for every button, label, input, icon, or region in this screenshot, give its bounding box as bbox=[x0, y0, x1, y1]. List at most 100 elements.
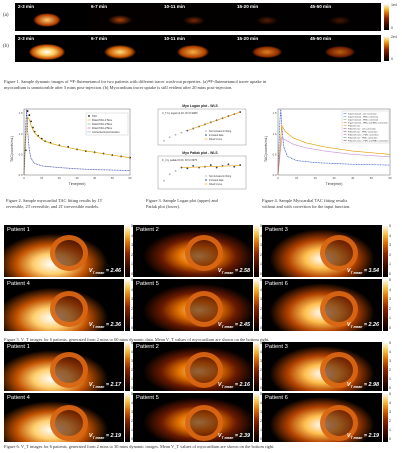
vt-symbol: V bbox=[217, 432, 222, 439]
fig5-vt-mean-2: VT mean = 2.58 bbox=[217, 267, 250, 275]
fig5-colorbar-tick: 2 bbox=[389, 252, 391, 257]
fig6-colorbar-tick: 4 bbox=[389, 401, 391, 405]
fig4-legend-1: Input function - w/o correction bbox=[348, 112, 377, 115]
fig5-colorbar-1 bbox=[125, 225, 130, 277]
x-tick-label-3: 30 bbox=[332, 176, 336, 180]
fig6-colorbar-tick: 3 bbox=[260, 359, 262, 363]
fig5-patient-label-1: Patient 1 bbox=[7, 227, 30, 233]
vt-value: 2.17 bbox=[110, 381, 122, 388]
vt-value: 2.36 bbox=[110, 321, 122, 328]
fig5-colorbar-tick: 3 bbox=[389, 243, 391, 248]
fig5-colorbar-tick: 3 bbox=[131, 243, 133, 248]
fig5-patient-label-4: Patient 4 bbox=[7, 281, 30, 287]
scatter-point bbox=[180, 131, 183, 134]
fig6-vt-mean-2: VT mean = 2.16 bbox=[217, 381, 251, 389]
y-tick-label-3: 1.5 bbox=[273, 111, 277, 115]
x-tick-label-0: 0 bbox=[23, 176, 25, 180]
fig6-colorbar-tick: 3 bbox=[131, 359, 133, 363]
fig3-patlak-title: Myo Patlak plot - WLS bbox=[182, 151, 218, 155]
fig6-patient-label-4: Patient 4 bbox=[7, 395, 30, 401]
fig5-colorbar-6 bbox=[383, 279, 388, 331]
fitted-line bbox=[181, 165, 241, 168]
fig6-colorbar-tick: 2 bbox=[389, 419, 391, 423]
fig5-colorbar-tick: 4 bbox=[260, 233, 262, 238]
vt-symbol: V bbox=[217, 381, 222, 388]
fig1a-time-label-4: 15-20 min bbox=[237, 4, 259, 9]
fig6-patient-label-1: Patient 1 bbox=[7, 344, 30, 350]
vt-subscript: T mean bbox=[350, 271, 363, 275]
fig6-colorbar-tick: 5 bbox=[260, 392, 262, 396]
fig6-patient-label-2: Patient 2 bbox=[136, 344, 159, 350]
scatter-point bbox=[227, 163, 230, 166]
fig4-legend-4: Input function - PMC and RBC correction bbox=[348, 121, 388, 124]
fig6-colorbar-tick: 5 bbox=[260, 341, 262, 345]
y-tick-label-0: 0.0 bbox=[19, 173, 23, 177]
fig4-legend-8: Fitted 2T-irrev - PMC correction bbox=[348, 133, 379, 136]
series-line-0 bbox=[277, 108, 391, 176]
fig3-logan-chart: Myo Logan plot - WLS V_T by logan=2.26, … bbox=[157, 104, 247, 146]
fig5-colorbar-tick: 4 bbox=[389, 233, 391, 238]
vt-subscript: T mean bbox=[221, 436, 234, 440]
x-tick-label-4: 40 bbox=[93, 176, 97, 180]
y-tick-label-1: 0.5 bbox=[19, 152, 23, 156]
fig4-legend-2: Input function - PMC correction bbox=[348, 115, 379, 118]
fig1-row-a-strip: 2-3 min 6-7 min 10-11 min 15-20 min 45-5… bbox=[15, 3, 381, 31]
fig4-caption-line1: Figure 4. Sample Myocardial TAC fitting … bbox=[262, 198, 348, 203]
fig6-colorbar-tick: 3 bbox=[389, 359, 391, 363]
scatter-point bbox=[186, 167, 189, 170]
fig6-colorbar-tick: 4 bbox=[131, 401, 133, 405]
fig6-colorbar-tick: 4 bbox=[260, 401, 262, 405]
fig2-legend-4: Fitted TAC-2Tirev bbox=[92, 126, 113, 130]
vt-value: 2.98 bbox=[368, 381, 380, 388]
x-tick-label-5: 50 bbox=[370, 176, 374, 180]
fig6-patient-label-5: Patient 5 bbox=[136, 395, 159, 401]
fig5-colorbar-tick: 2 bbox=[131, 306, 133, 311]
fig5-colorbar-2 bbox=[254, 225, 259, 277]
fig5-colorbar-tick: 3 bbox=[389, 297, 391, 302]
fig3-logan-eq: V_T by logan=2.26, R²=0.9989 bbox=[162, 111, 198, 115]
fig6-colorbar-tick: 1 bbox=[131, 428, 133, 432]
fig1b-time-label-3: 10-11 min bbox=[164, 36, 185, 41]
fig5-colorbar-tick: 0 bbox=[260, 272, 262, 276]
vt-value: 2.39 bbox=[239, 432, 251, 439]
scatter-point bbox=[168, 136, 171, 139]
fitted-line bbox=[187, 111, 241, 131]
fig5-vt-mean-1: VT mean = 2.46 bbox=[88, 267, 121, 275]
vt-subscript: T mean bbox=[221, 325, 234, 329]
fig6-colorbar-tick: 5 bbox=[131, 392, 133, 396]
fig6-colorbar-tick: 1 bbox=[260, 428, 262, 432]
fig1-caption-line1: Figure 1. Sample dynamic images of ¹⁸F-f… bbox=[4, 79, 267, 84]
fig2-legend: TAC Fitted TAC-1Tirev Fitted TAC-2Tirev … bbox=[85, 112, 129, 136]
fig6-colorbar-4 bbox=[125, 393, 130, 442]
fig6-patient-label-3: Patient 3 bbox=[265, 344, 288, 350]
vt-symbol: V bbox=[217, 267, 222, 274]
fig5-colorbar-tick: 2 bbox=[389, 306, 391, 311]
scatter-point bbox=[209, 164, 212, 166]
fig5-colorbar-tick: 2 bbox=[131, 252, 133, 257]
scatter-point bbox=[233, 165, 236, 168]
x-tick-label-6: 60 bbox=[388, 176, 392, 180]
vt-value: 3.54 bbox=[368, 267, 380, 274]
vt-value: 2.16 bbox=[239, 381, 251, 388]
fig6-colorbar-2 bbox=[254, 342, 259, 391]
fig5-colorbar-tick: 2 bbox=[260, 306, 262, 311]
x-tick-label-1: 10 bbox=[295, 176, 299, 180]
fig1a-time-label-5: 45-50 min bbox=[310, 4, 332, 9]
fig1a-colorbar bbox=[384, 4, 389, 30]
fig5-colorbar-tick: 5 bbox=[389, 278, 391, 282]
fig6-vt-mean-1: VT mean = 2.17 bbox=[88, 381, 122, 389]
fig5-patient-label-6: Patient 6 bbox=[265, 281, 288, 287]
fig4-legend-7: Fitted 1T-rev - PMC correction bbox=[348, 130, 378, 133]
vt-symbol: V bbox=[88, 432, 93, 439]
x-tick-label-6: 60 bbox=[128, 176, 132, 180]
scatter-point bbox=[162, 139, 165, 142]
fig6-colorbar-tick: 1 bbox=[260, 377, 262, 381]
vt-value: 2.26 bbox=[368, 321, 380, 328]
fig4-legend-6: Fitted 1T-rev - w/o correction bbox=[348, 127, 377, 130]
fig6-colorbar-tick: 2 bbox=[389, 368, 391, 372]
